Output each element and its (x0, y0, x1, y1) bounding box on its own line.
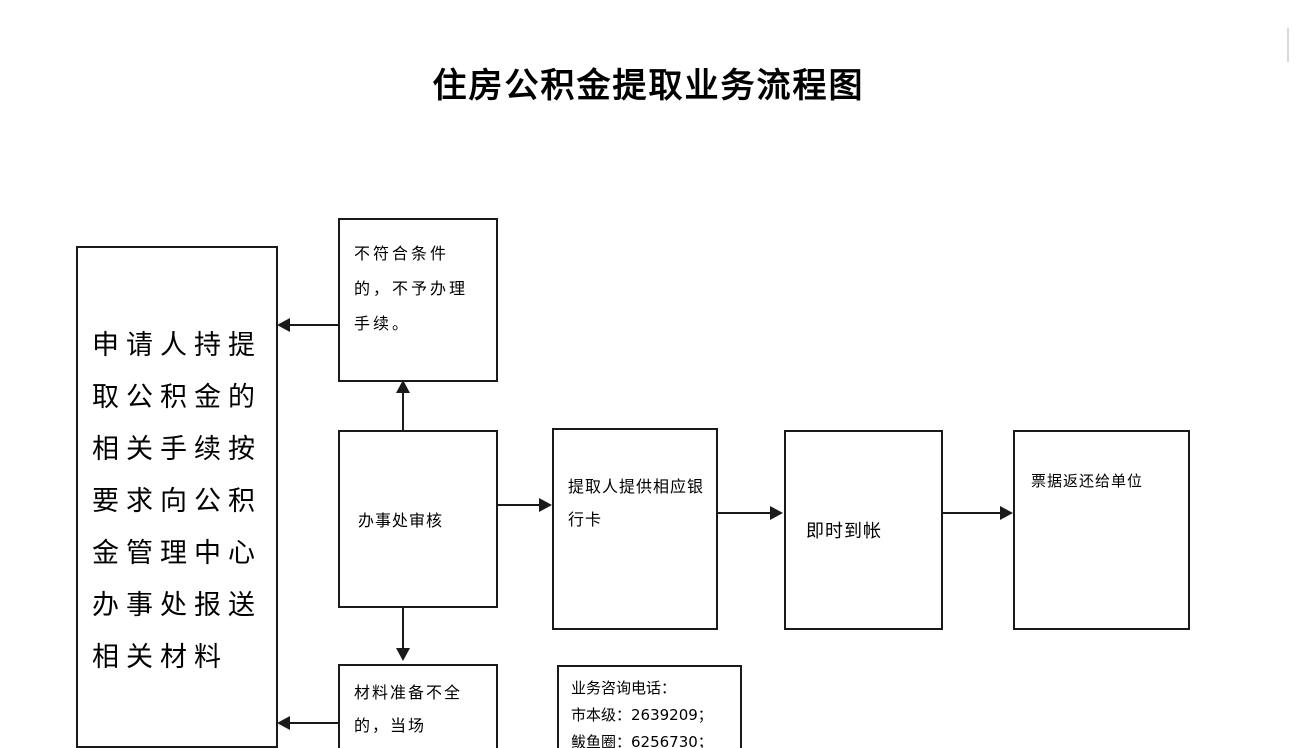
edge-bankcard-to-instant-arrowhead (770, 506, 783, 520)
edge-review-to-incomplete-line (402, 608, 404, 650)
node-label: 材料准备不全的，当场 (354, 683, 463, 735)
node-label: 票据返还给单位 (1031, 472, 1144, 490)
edge-reject-to-apply-arrowhead (277, 318, 290, 332)
page-title: 住房公积金提取业务流程图 (432, 66, 865, 106)
edge-reject-to-apply-line (290, 324, 338, 326)
info-box-consultation-phones: 业务咨询电话： 市本级：2639209； 鲅鱼圈：6256730； (557, 665, 742, 748)
node-provide-bank-card[interactable]: 提取人提供相应银行卡 (552, 428, 718, 630)
node-office-review[interactable]: 办事处审核 (338, 430, 498, 608)
node-receipt-returned-to-employer[interactable]: 票据返还给单位 (1013, 430, 1190, 630)
edge-review-to-reject-line (402, 392, 404, 430)
node-not-qualified-reject[interactable]: 不符合条件的，不予办理手续。 (338, 218, 498, 382)
info-heading: 业务咨询电话： (571, 679, 677, 697)
node-incomplete-materials[interactable]: 材料准备不全的，当场 (338, 664, 498, 748)
edge-review-to-reject-arrowhead (396, 380, 410, 393)
node-label: 不符合条件的，不予办理手续。 (354, 244, 469, 333)
edge-bankcard-to-instant-line (718, 512, 771, 514)
node-label: 提取人提供相应银行卡 (568, 477, 705, 529)
edge-review-to-bankcard-arrowhead (539, 498, 552, 512)
edge-instant-to-receipt-line (943, 512, 1001, 514)
scan-artifact-mark (1287, 28, 1289, 62)
info-phone-city: 市本级：2639209； (571, 706, 713, 724)
edge-review-to-incomplete-arrowhead (396, 648, 410, 661)
edge-incomplete-to-apply-line (290, 722, 338, 724)
edge-review-to-bankcard-line (498, 504, 540, 506)
edge-incomplete-to-apply-arrowhead (277, 716, 290, 730)
node-applicant-submits-materials[interactable]: 申请人持提取公积金的相关手续按要求向公积金管理中心办事处报送相关材料 (76, 246, 278, 748)
node-label: 申请人持提取公积金的相关手续按要求向公积金管理中心办事处报送相关材料 (92, 330, 262, 673)
node-label: 即时到帐 (806, 521, 882, 542)
info-phone-bayuquan: 鲅鱼圈：6256730； (571, 733, 713, 748)
node-instant-arrival[interactable]: 即时到帐 (784, 430, 943, 630)
info-box-text: 业务咨询电话： 市本级：2639209； 鲅鱼圈：6256730； (559, 667, 740, 748)
node-label: 办事处审核 (358, 511, 444, 530)
edge-instant-to-receipt-arrowhead (1000, 506, 1013, 520)
